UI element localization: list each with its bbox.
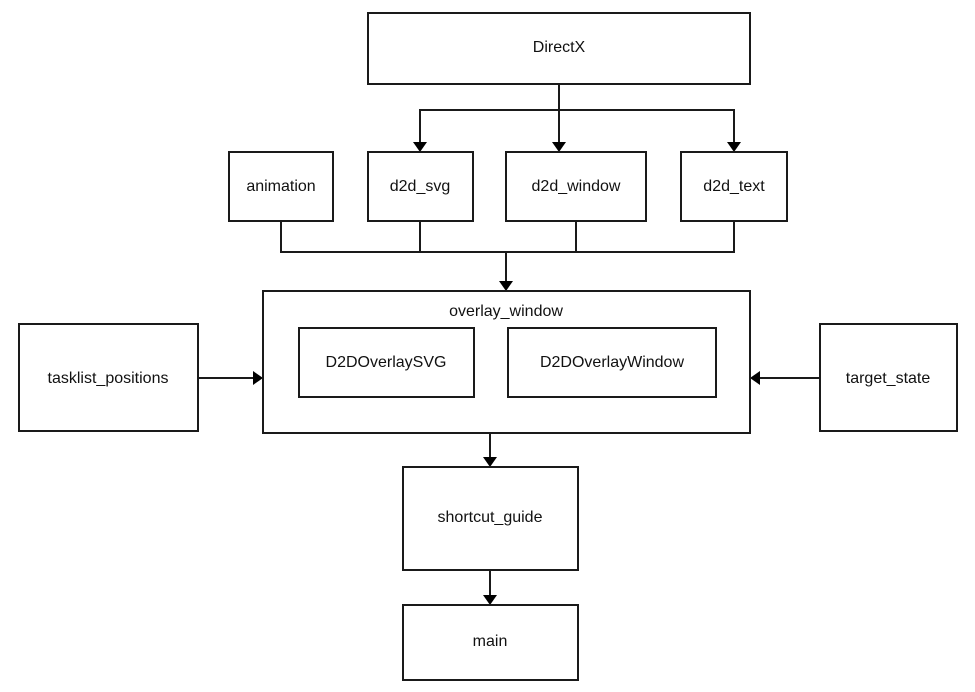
node-layer: DirectX animation d2d_svg d2d_window d2d_tex… xyxy=(18,12,958,681)
arrow-head-icon xyxy=(413,142,427,152)
node-d2doverlaywindow[interactable]: D2DOverlayWindow xyxy=(507,327,717,398)
node-box-d2d_svg[interactable] xyxy=(367,151,474,222)
edge-tasklist_positions-to-overlay_window xyxy=(198,371,263,385)
edge-path xyxy=(419,84,560,142)
node-animation[interactable]: animation xyxy=(228,151,334,222)
node-d2d_window[interactable]: d2d_window xyxy=(505,151,647,222)
edge-merge-to-overlay_window xyxy=(499,252,513,291)
node-label-directx: DirectX xyxy=(533,39,586,56)
arrow-head-icon xyxy=(483,457,497,467)
node-label-main: main xyxy=(473,633,508,650)
node-target_state[interactable]: target_state xyxy=(819,323,958,432)
edge-shortcut_guide-to-main xyxy=(483,570,497,605)
edge-animation-to-merge xyxy=(280,221,506,253)
node-label-overlay_window: overlay_window xyxy=(449,303,563,320)
edge-overlay_window-to-shortcut_guide xyxy=(483,433,497,467)
node-label-animation: animation xyxy=(246,178,315,195)
edge-path xyxy=(280,221,506,253)
arrow-head-icon xyxy=(483,595,497,605)
edge-layer xyxy=(198,84,820,605)
node-box-d2d_window[interactable] xyxy=(505,151,647,222)
node-label-target_state: target_state xyxy=(846,370,931,387)
edge-directx-to-d2d_window xyxy=(552,84,566,152)
node-label-d2d_svg: d2d_svg xyxy=(390,178,451,195)
node-box-d2doverlaywindow[interactable] xyxy=(507,327,717,398)
edge-directx-to-d2d_text xyxy=(559,109,741,152)
arrow-head-icon xyxy=(253,371,263,385)
arrow-head-icon xyxy=(552,142,566,152)
node-label-shortcut_guide: shortcut_guide xyxy=(438,509,543,526)
node-box-target_state[interactable] xyxy=(819,323,958,432)
node-shortcut_guide[interactable]: shortcut_guide xyxy=(402,466,579,571)
node-label-d2d_window: d2d_window xyxy=(532,178,621,195)
node-main[interactable]: main xyxy=(402,604,579,681)
node-d2d_svg[interactable]: d2d_svg xyxy=(367,151,474,222)
node-box-animation[interactable] xyxy=(228,151,334,222)
edge-path xyxy=(559,109,735,142)
node-box-d2d_text[interactable] xyxy=(680,151,788,222)
arrow-head-icon xyxy=(499,281,513,291)
node-label-tasklist_positions: tasklist_positions xyxy=(48,370,169,387)
arrow-head-icon xyxy=(750,371,760,385)
node-directx[interactable]: DirectX xyxy=(367,12,751,85)
node-box-main[interactable] xyxy=(402,604,579,681)
edge-target_state-to-overlay_window xyxy=(750,371,820,385)
arrow-head-icon xyxy=(727,142,741,152)
node-label-d2doverlaywindow: D2DOverlayWindow xyxy=(540,354,684,371)
edge-directx-to-d2d_svg xyxy=(413,84,560,152)
node-box-tasklist_positions[interactable] xyxy=(18,323,199,432)
node-d2doverlaysvg[interactable]: D2DOverlaySVG xyxy=(298,327,475,398)
node-tasklist_positions[interactable]: tasklist_positions xyxy=(18,323,199,432)
node-d2d_text[interactable]: d2d_text xyxy=(680,151,788,222)
node-box-d2doverlaysvg[interactable] xyxy=(298,327,475,398)
edge-path xyxy=(506,221,735,253)
node-box-directx[interactable] xyxy=(367,12,751,85)
node-box-shortcut_guide[interactable] xyxy=(402,466,579,571)
node-label-d2doverlaysvg: D2DOverlaySVG xyxy=(326,354,447,371)
node-label-d2d_text: d2d_text xyxy=(703,178,765,195)
edge-d2d_text-to-merge xyxy=(506,221,735,253)
